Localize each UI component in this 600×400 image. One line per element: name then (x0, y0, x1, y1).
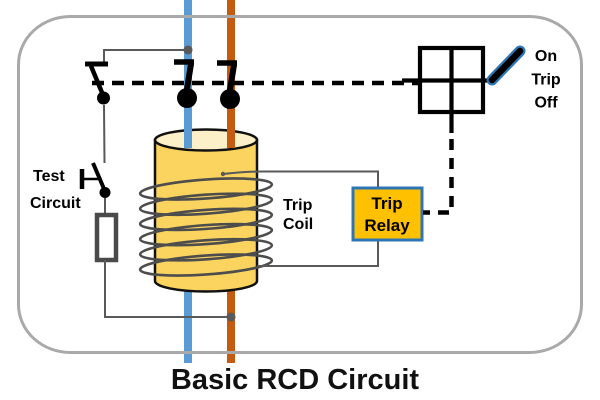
relay-linkage-dashed-line (423, 139, 454, 215)
trip-relay-label-line2: Relay (364, 216, 410, 235)
aux-switch-blade (88, 65, 106, 96)
coil-turn (138, 207, 274, 232)
breaker-pivot-dot (220, 89, 240, 109)
trip-relay-label-line1: Trip (371, 194, 402, 213)
switch-mechanism-box (402, 45, 526, 133)
diagram-frame (17, 15, 583, 354)
position-label-off: Off (534, 95, 558, 112)
test-resistor (94, 212, 119, 263)
coil-relay-wire (222, 170, 379, 267)
core-cylinder-top (153, 128, 259, 152)
auxiliary-switch (85, 61, 110, 105)
test-switch-blade (91, 162, 107, 191)
position-label-trip: Trip (531, 72, 561, 89)
coil-turn (138, 177, 274, 201)
junction-dot-bottom (226, 312, 236, 322)
aux-switch-lead (103, 104, 106, 164)
breaker-switch-orange (217, 60, 240, 109)
position-label-on: On (535, 48, 557, 65)
test-circuit-label-line1: Test (33, 168, 65, 185)
coil-wire-end-dot (220, 171, 226, 177)
test-circuit-branch (79, 162, 236, 322)
junction-dot-top (183, 45, 193, 55)
trip-coil-winding (138, 177, 274, 277)
coil-turn (138, 222, 274, 247)
test-switch-pivot-dot (99, 187, 111, 198)
test-circuit-wire-top (103, 49, 188, 64)
breaker-blade (183, 63, 194, 93)
trip-coil-label: Trip Coil (283, 197, 313, 233)
test-circuit-label-line2: Circuit (30, 195, 81, 212)
test-circuit-wire-bottom (104, 260, 231, 318)
trip-relay-box: Trip Relay (351, 186, 424, 242)
coil-turn (138, 253, 274, 277)
coil-turn (138, 237, 274, 262)
switch-position-labels: On Trip Off (531, 48, 561, 112)
test-circuit-label: Test Circuit (30, 168, 81, 212)
trip-coil-label-line1: Trip (283, 197, 313, 214)
breaker-switch-blue (174, 59, 197, 108)
aux-switch-pivot-dot (97, 91, 110, 105)
breaker-blade (226, 64, 237, 94)
switch-handle (488, 47, 524, 84)
coil-turn (138, 192, 274, 217)
breaker-pivot-dot (177, 88, 197, 108)
diagram-title: Basic RCD Circuit (171, 364, 420, 396)
trip-coil-label-line2: Coil (283, 216, 313, 233)
